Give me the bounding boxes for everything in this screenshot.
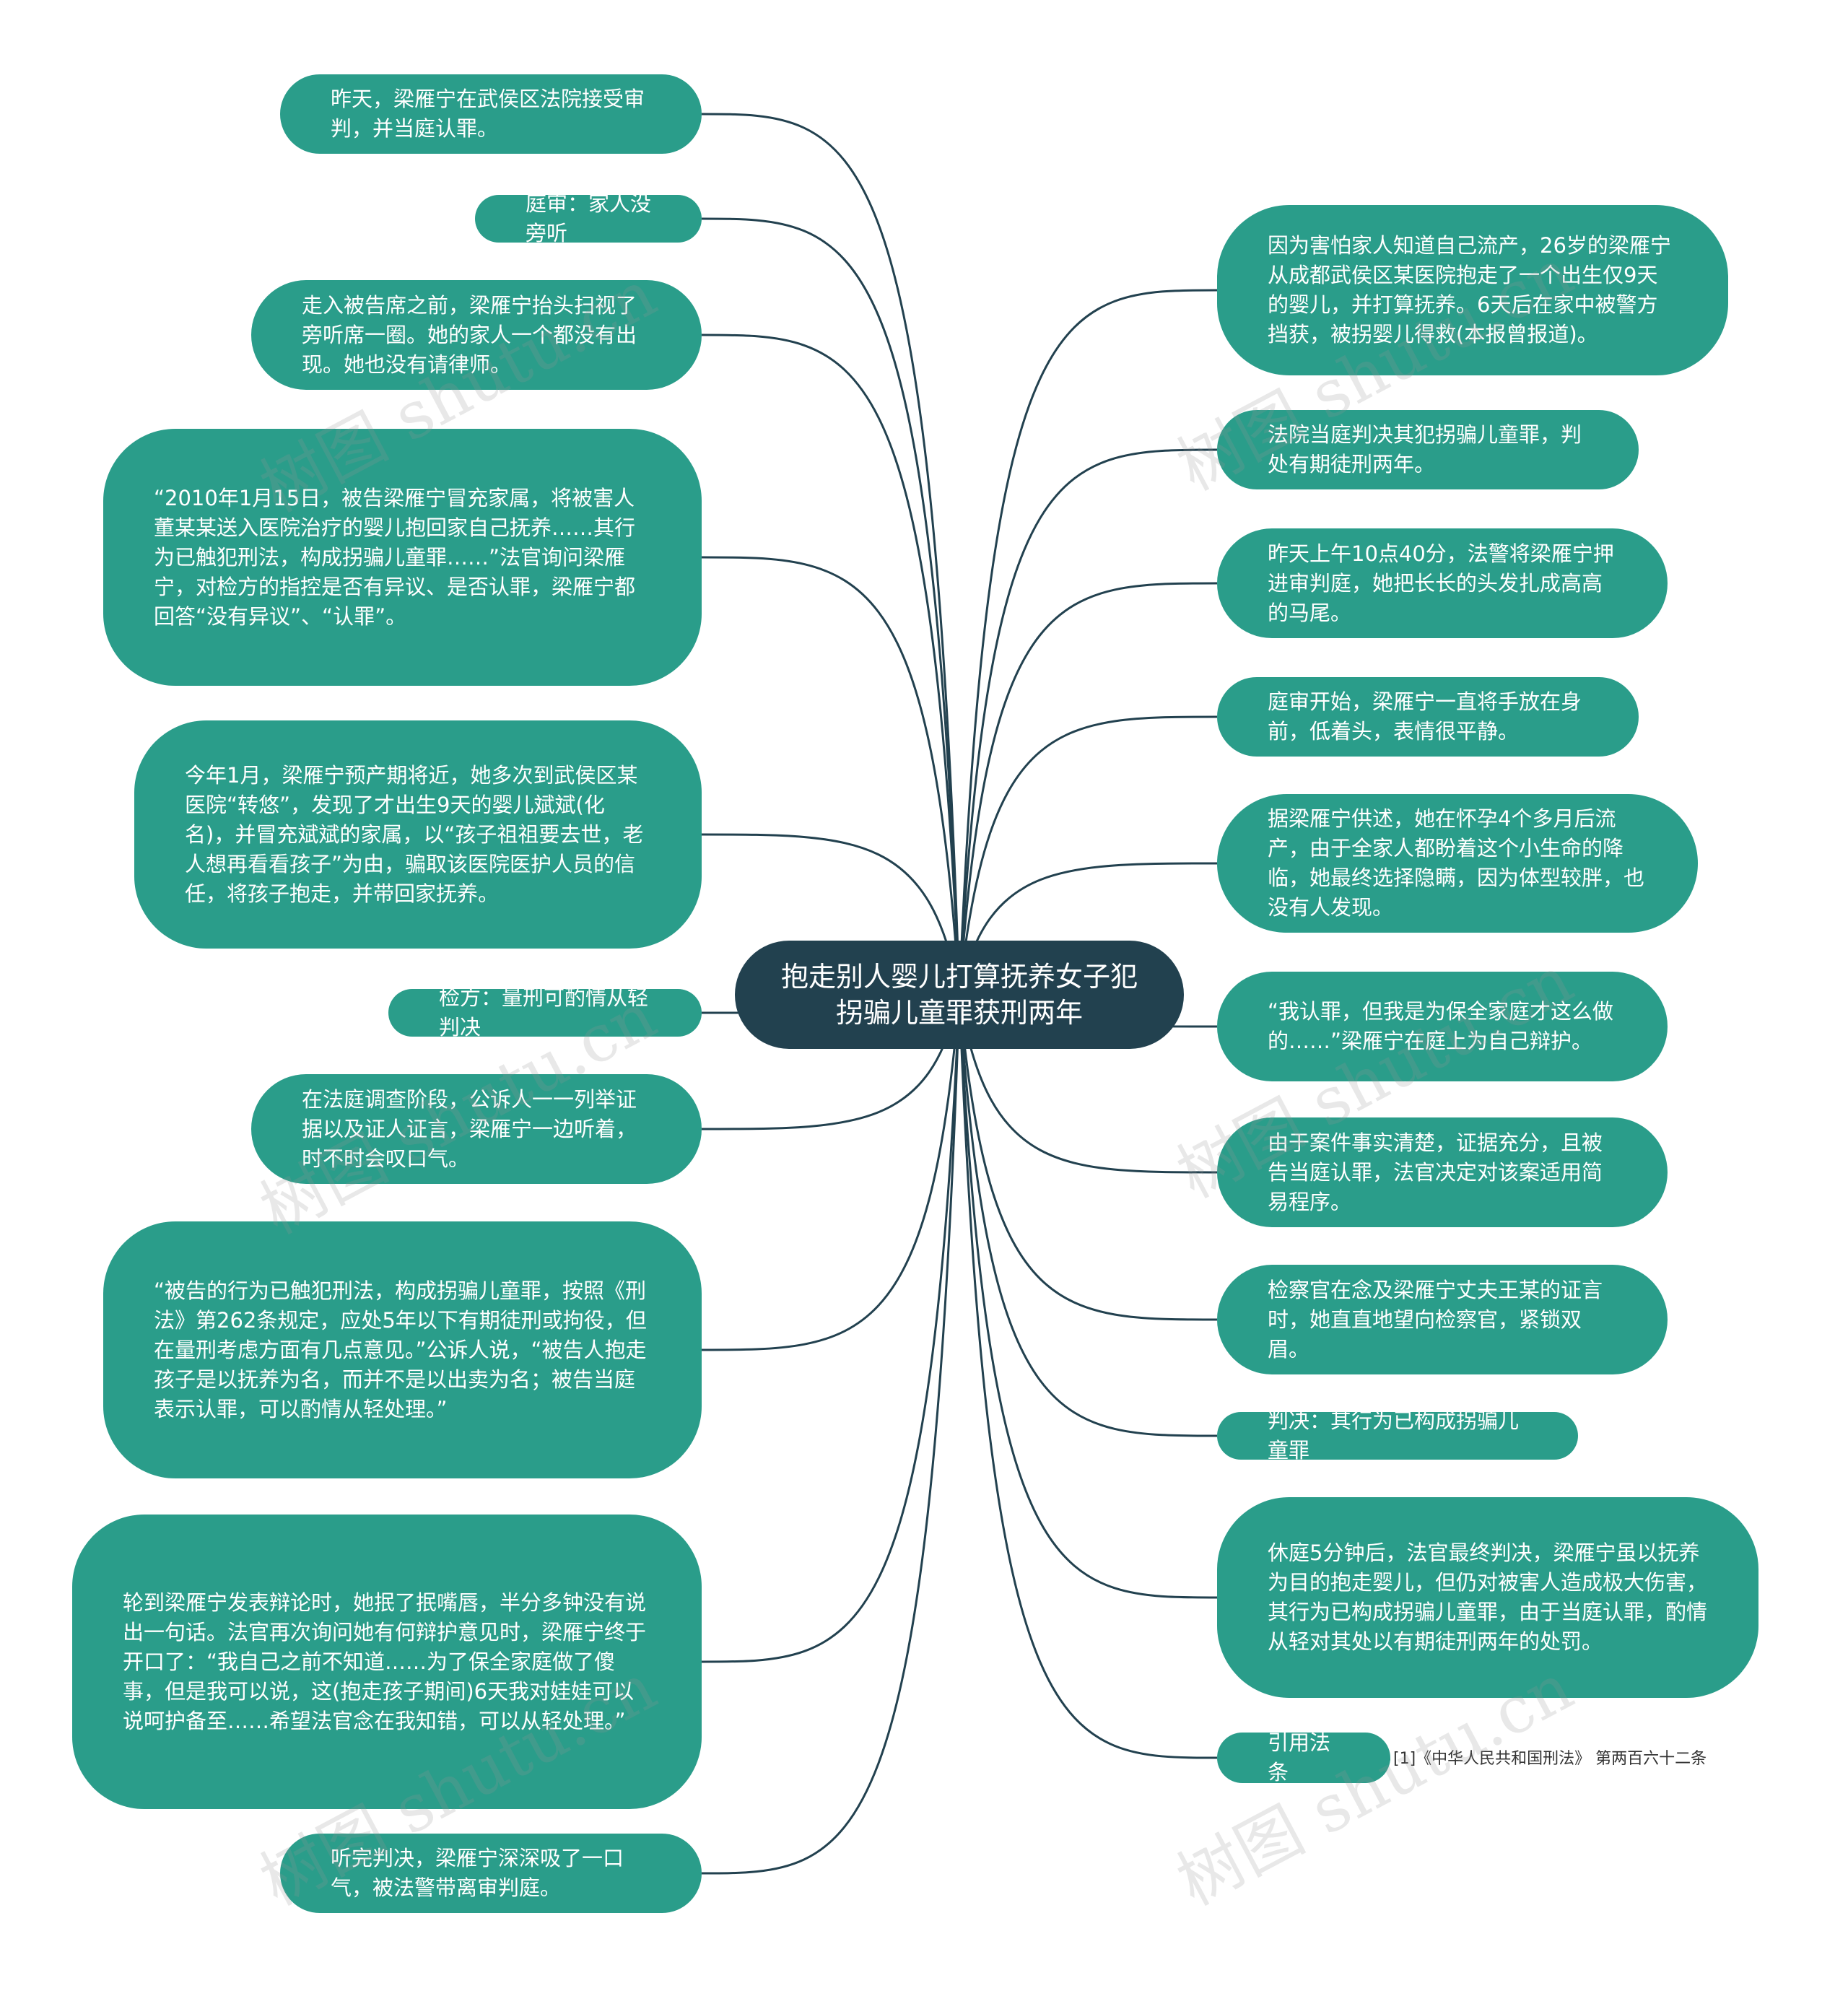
topic-node[interactable]: 由于案件事实清楚，证据充分，且被告当庭认罪，法官决定对该案适用简易程序。 (1217, 1117, 1668, 1227)
connector-line (958, 994, 1218, 1174)
topic-node[interactable]: 在法庭调查阶段，公诉人一一列举证据以及证人证言，梁雁宁一边听着，时不时会叹口气。 (251, 1074, 702, 1184)
topic-label: 昨天，梁雁宁在武侯区法院接受审判，并当庭认罪。 (331, 87, 645, 141)
topic-node[interactable]: 检方：量刑可酌情从轻判决 (388, 985, 702, 1040)
topic-label: 检方：量刑可酌情从轻判决 (439, 985, 649, 1040)
connector-line (958, 994, 1218, 1321)
topic-label: 走入被告席之前，梁雁宁抬头扫视了旁听席一圈。她的家人一个都没有出现。她也没有请律… (302, 292, 637, 377)
topic-node[interactable]: 引用法条 (1217, 1730, 1390, 1784)
central-topic-label: 抱走别人婴儿打算抚养女子犯拐骗儿童罪获刑两年 (780, 961, 1138, 1029)
topic-node[interactable]: “我认罪，但我是为保全家庭才这么做的……”梁雁宁在庭上为自己辩护。 (1217, 972, 1668, 1081)
topic-node[interactable]: 昨天，梁雁宁在武侯区法院接受审判，并当庭认罪。 (280, 74, 702, 154)
central-topic[interactable]: 抱走别人婴儿打算抚养女子犯拐骗儿童罪获刑两年 (735, 941, 1184, 1049)
topic-label: 轮到梁雁宁发表辩论时，她抿了抿嘴唇，半分多钟没有说出一句话。法官再次询问她有何辩… (123, 1590, 647, 1733)
topic-node[interactable]: 因为害怕家人知道自己流产，26岁的梁雁宁从成都武侯区某医院抱走了一个出生仅9天的… (1217, 205, 1728, 375)
topic-node[interactable]: 据梁雁宁供述，她在怀孕4个多月后流产，由于全家人都盼着这个小生命的降临，她最终选… (1217, 794, 1698, 933)
connector-line (701, 113, 961, 995)
connector-line (701, 833, 961, 995)
topic-label: 庭审开始，梁雁宁一直将手放在身前，低着头，表情很平静。 (1268, 689, 1582, 744)
topic-label: “我认罪，但我是为保全家庭才这么做的……”梁雁宁在庭上为自己辩护。 (1268, 999, 1614, 1053)
connector-line (701, 994, 961, 1663)
topic-label: 听完判决，梁雁宁深深吸了一口气，被法警带离审判庭。 (331, 1846, 624, 1900)
topic-label: 今年1月，梁雁宁预产期将近，她多次到武侯区某医院“转悠”，发现了才出生9天的婴儿… (185, 762, 644, 906)
connector-line (701, 556, 961, 995)
connector-line (958, 448, 1218, 995)
topic-node[interactable]: 走入被告席之前，梁雁宁抬头扫视了旁听席一圈。她的家人一个都没有出现。她也没有请律… (251, 280, 702, 390)
topic-node[interactable]: 轮到梁雁宁发表辩论时，她抿了抿嘴唇，半分多钟没有说出一句话。法官再次询问她有何辩… (72, 1515, 702, 1809)
topic-label: 在法庭调查阶段，公诉人一一列举证据以及证人证言，梁雁宁一边听着，时不时会叹口气。 (302, 1086, 637, 1171)
connector-line (958, 289, 1218, 995)
topic-node[interactable]: 判决：其行为已构成拐骗儿童罪 (1217, 1408, 1578, 1463)
connector-line (958, 582, 1218, 995)
topic-label: 引用法条 (1268, 1730, 1331, 1784)
topic-label: “2010年1月15日，被告梁雁宁冒充家属，将被害人董某某送入医院治疗的婴儿抱回… (154, 485, 636, 629)
topic-label: 因为害怕家人知道自己流产，26岁的梁雁宁从成都武侯区某医院抱走了一个出生仅9天的… (1268, 233, 1671, 347)
connector-line (958, 994, 1218, 1599)
topic-label: 昨天上午10点40分，法警将梁雁宁押进审判庭，她把长长的头发扎成高高的马尾。 (1268, 541, 1614, 625)
reference-label: [1]《中华人民共和国刑法》 第两百六十二条 (1393, 1750, 1707, 1768)
connector-line (958, 715, 1218, 995)
topic-node[interactable]: 法院当庭判决其犯拐骗儿童罪，判处有期徒刑两年。 (1217, 410, 1639, 489)
topic-node[interactable]: 庭审开始，梁雁宁一直将手放在身前，低着头，表情很平静。 (1217, 677, 1639, 757)
topic-node[interactable]: 庭审：家人没旁听 (475, 191, 702, 245)
connector-line (958, 994, 1218, 1437)
topic-label: 庭审：家人没旁听 (526, 191, 652, 245)
topic-label: 判决：其行为已构成拐骗儿童罪 (1268, 1408, 1520, 1463)
connector-line (701, 994, 961, 1875)
topic-label: 休庭5分钟后，法官最终判决，梁雁宁虽以抚养为目的抱走婴儿，但仍对被害人造成极大伤… (1268, 1540, 1708, 1654)
topic-label: 检察官在念及梁雁宁丈夫王某的证言时，她直直地望向检察官，紧锁双眉。 (1268, 1277, 1603, 1361)
topic-node[interactable]: “被告的行为已触犯刑法，构成拐骗儿童罪，按照《刑法》第262条规定，应处5年以下… (103, 1221, 702, 1478)
topic-node[interactable]: 今年1月，梁雁宁预产期将近，她多次到武侯区某医院“转悠”，发现了才出生9天的婴儿… (134, 720, 702, 949)
topic-node[interactable]: “2010年1月15日，被告梁雁宁冒充家属，将被害人董某某送入医院治疗的婴儿抱回… (103, 429, 702, 686)
connector-line (958, 994, 1218, 1759)
topic-label: 法院当庭判决其犯拐骗儿童罪，判处有期徒刑两年。 (1268, 422, 1582, 476)
topic-node[interactable]: 休庭5分钟后，法官最终判决，梁雁宁虽以抚养为目的抱走婴儿，但仍对被害人造成极大伤… (1217, 1497, 1758, 1698)
topic-label: 由于案件事实清楚，证据充分，且被告当庭认罪，法官决定对该案适用简易程序。 (1268, 1130, 1603, 1214)
connector-line (701, 217, 961, 995)
topic-label: 据梁雁宁供述，她在怀孕4个多月后流产，由于全家人都盼着这个小生命的降临，她最终选… (1268, 806, 1645, 920)
topic-node[interactable]: 听完判决，梁雁宁深深吸了一口气，被法警带离审判庭。 (280, 1834, 702, 1913)
topic-node[interactable]: 昨天上午10点40分，法警将梁雁宁押进审判庭，她把长长的头发扎成高高的马尾。 (1217, 528, 1668, 638)
topic-label: “被告的行为已触犯刑法，构成拐骗儿童罪，按照《刑法》第262条规定，应处5年以下… (154, 1278, 647, 1421)
connector-line (701, 994, 961, 1351)
connector-line (701, 334, 961, 995)
topic-node[interactable]: 检察官在念及梁雁宁丈夫王某的证言时，她直直地望向检察官，紧锁双眉。 (1217, 1265, 1668, 1374)
